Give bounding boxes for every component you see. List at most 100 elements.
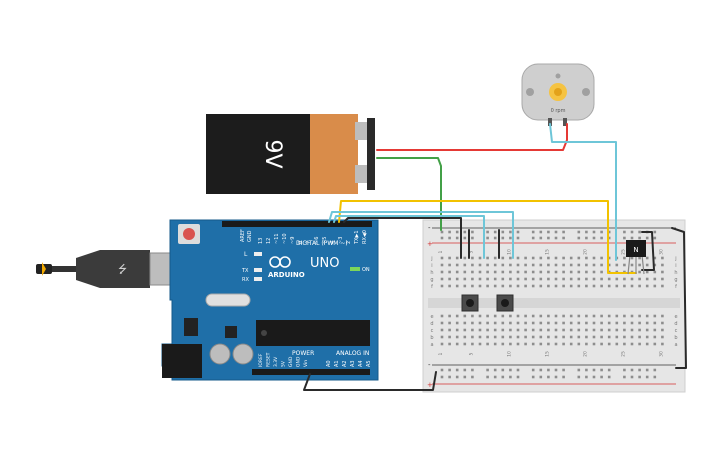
breadboard-hole[interactable] <box>509 328 512 332</box>
breadboard-hole[interactable] <box>478 342 482 346</box>
breadboard-hole[interactable] <box>493 368 497 372</box>
breadboard-hole[interactable] <box>448 375 451 379</box>
breadboard-hole[interactable] <box>516 236 520 240</box>
breadboard-hole[interactable] <box>600 368 603 372</box>
breadboard-hole[interactable] <box>569 321 573 325</box>
breadboard-hole[interactable] <box>493 375 497 379</box>
breadboard-hole[interactable] <box>509 236 512 240</box>
breadboard-hole[interactable] <box>562 270 565 274</box>
breadboard-hole[interactable] <box>547 256 550 260</box>
breadboard-hole[interactable] <box>569 270 573 274</box>
breadboard-hole[interactable] <box>577 314 581 318</box>
breadboard-hole[interactable] <box>623 236 626 240</box>
breadboard-hole[interactable] <box>607 314 611 318</box>
wire-black-rail[interactable] <box>671 227 687 369</box>
breadboard-hole[interactable] <box>577 284 581 288</box>
breadboard-hole[interactable] <box>615 284 619 288</box>
breadboard-hole[interactable] <box>509 284 512 288</box>
breadboard-hole[interactable] <box>463 321 467 325</box>
breadboard-hole[interactable] <box>455 314 459 318</box>
breadboard-hole[interactable] <box>539 256 543 260</box>
breadboard-hole[interactable] <box>509 342 512 346</box>
breadboard-hole[interactable] <box>509 321 512 325</box>
dc-motor[interactable]: 0 rpm <box>521 63 595 126</box>
breadboard-hole[interactable] <box>501 321 505 325</box>
breadboard-hole[interactable] <box>592 284 596 288</box>
breadboard-hole[interactable] <box>486 230 489 234</box>
breadboard-hole[interactable] <box>501 263 505 267</box>
breadboard-hole[interactable] <box>493 314 497 318</box>
breadboard-hole[interactable] <box>539 230 543 234</box>
breadboard-hole[interactable] <box>554 375 558 379</box>
breadboard-hole[interactable] <box>630 375 634 379</box>
breadboard-hole[interactable] <box>600 335 603 339</box>
breadboard-hole[interactable] <box>562 277 565 281</box>
breadboard-hole[interactable] <box>615 342 619 346</box>
breadboard-hole[interactable] <box>524 342 527 346</box>
breadboard-hole[interactable] <box>448 256 451 260</box>
breadboard-hole[interactable] <box>539 284 543 288</box>
breadboard-hole[interactable] <box>554 270 558 274</box>
breadboard-hole[interactable] <box>463 263 467 267</box>
breadboard-hole[interactable] <box>509 335 512 339</box>
breadboard-hole[interactable] <box>455 342 459 346</box>
breadboard-hole[interactable] <box>471 270 474 274</box>
breadboard-hole[interactable] <box>448 321 451 325</box>
breadboard-hole[interactable] <box>630 256 634 260</box>
breadboard-hole[interactable] <box>592 335 596 339</box>
breadboard-hole[interactable] <box>486 335 489 339</box>
breadboard-hole[interactable] <box>463 284 467 288</box>
breadboard-hole[interactable] <box>653 236 657 240</box>
breadboard-hole[interactable] <box>486 375 489 379</box>
breadboard-hole[interactable] <box>592 277 596 281</box>
breadboard-hole[interactable] <box>463 368 467 372</box>
breadboard-hole[interactable] <box>509 263 512 267</box>
push-button-1[interactable] <box>461 294 479 312</box>
breadboard-hole[interactable] <box>524 335 527 339</box>
breadboard-hole[interactable] <box>623 328 626 332</box>
breadboard-hole[interactable] <box>493 342 497 346</box>
breadboard-hole[interactable] <box>509 230 512 234</box>
breadboard-hole[interactable] <box>539 375 543 379</box>
breadboard-hole[interactable] <box>531 277 535 281</box>
breadboard-hole[interactable] <box>501 277 505 281</box>
breadboard-hole[interactable] <box>509 368 512 372</box>
breadboard-hole[interactable] <box>623 342 626 346</box>
breadboard-hole[interactable] <box>463 375 467 379</box>
breadboard-hole[interactable] <box>562 284 565 288</box>
breadboard-hole[interactable] <box>440 375 444 379</box>
breadboard-hole[interactable] <box>516 328 520 332</box>
breadboard-hole[interactable] <box>600 375 603 379</box>
breadboard-hole[interactable] <box>440 314 444 318</box>
breadboard-hole[interactable] <box>463 277 467 281</box>
breadboard-hole[interactable] <box>592 256 596 260</box>
breadboard-hole[interactable] <box>547 328 550 332</box>
breadboard-hole[interactable] <box>623 375 626 379</box>
breadboard-hole[interactable] <box>645 263 649 267</box>
breadboard-hole[interactable] <box>630 236 634 240</box>
breadboard-hole[interactable] <box>577 375 581 379</box>
breadboard-hole[interactable] <box>440 256 444 260</box>
breadboard-hole[interactable] <box>539 342 543 346</box>
breadboard-hole[interactable] <box>501 256 505 260</box>
breadboard-hole[interactable] <box>623 256 626 260</box>
breadboard-hole[interactable] <box>554 256 558 260</box>
breadboard-hole[interactable] <box>607 368 611 372</box>
breadboard-hole[interactable] <box>539 236 543 240</box>
breadboard-hole[interactable] <box>478 314 482 318</box>
breadboard-hole[interactable] <box>516 335 520 339</box>
breadboard-hole[interactable] <box>463 270 467 274</box>
breadboard-hole[interactable] <box>623 284 626 288</box>
breadboard-hole[interactable] <box>661 328 664 332</box>
breadboard-hole[interactable] <box>486 342 489 346</box>
breadboard-hole[interactable] <box>653 375 657 379</box>
breadboard-hole[interactable] <box>463 335 467 339</box>
breadboard-hole[interactable] <box>554 321 558 325</box>
breadboard-hole[interactable] <box>478 270 482 274</box>
breadboard-hole[interactable] <box>539 328 543 332</box>
breadboard-hole[interactable] <box>607 321 611 325</box>
breadboard-hole[interactable] <box>524 277 527 281</box>
breadboard-hole[interactable] <box>547 284 550 288</box>
breadboard-hole[interactable] <box>440 328 444 332</box>
breadboard-hole[interactable] <box>554 277 558 281</box>
